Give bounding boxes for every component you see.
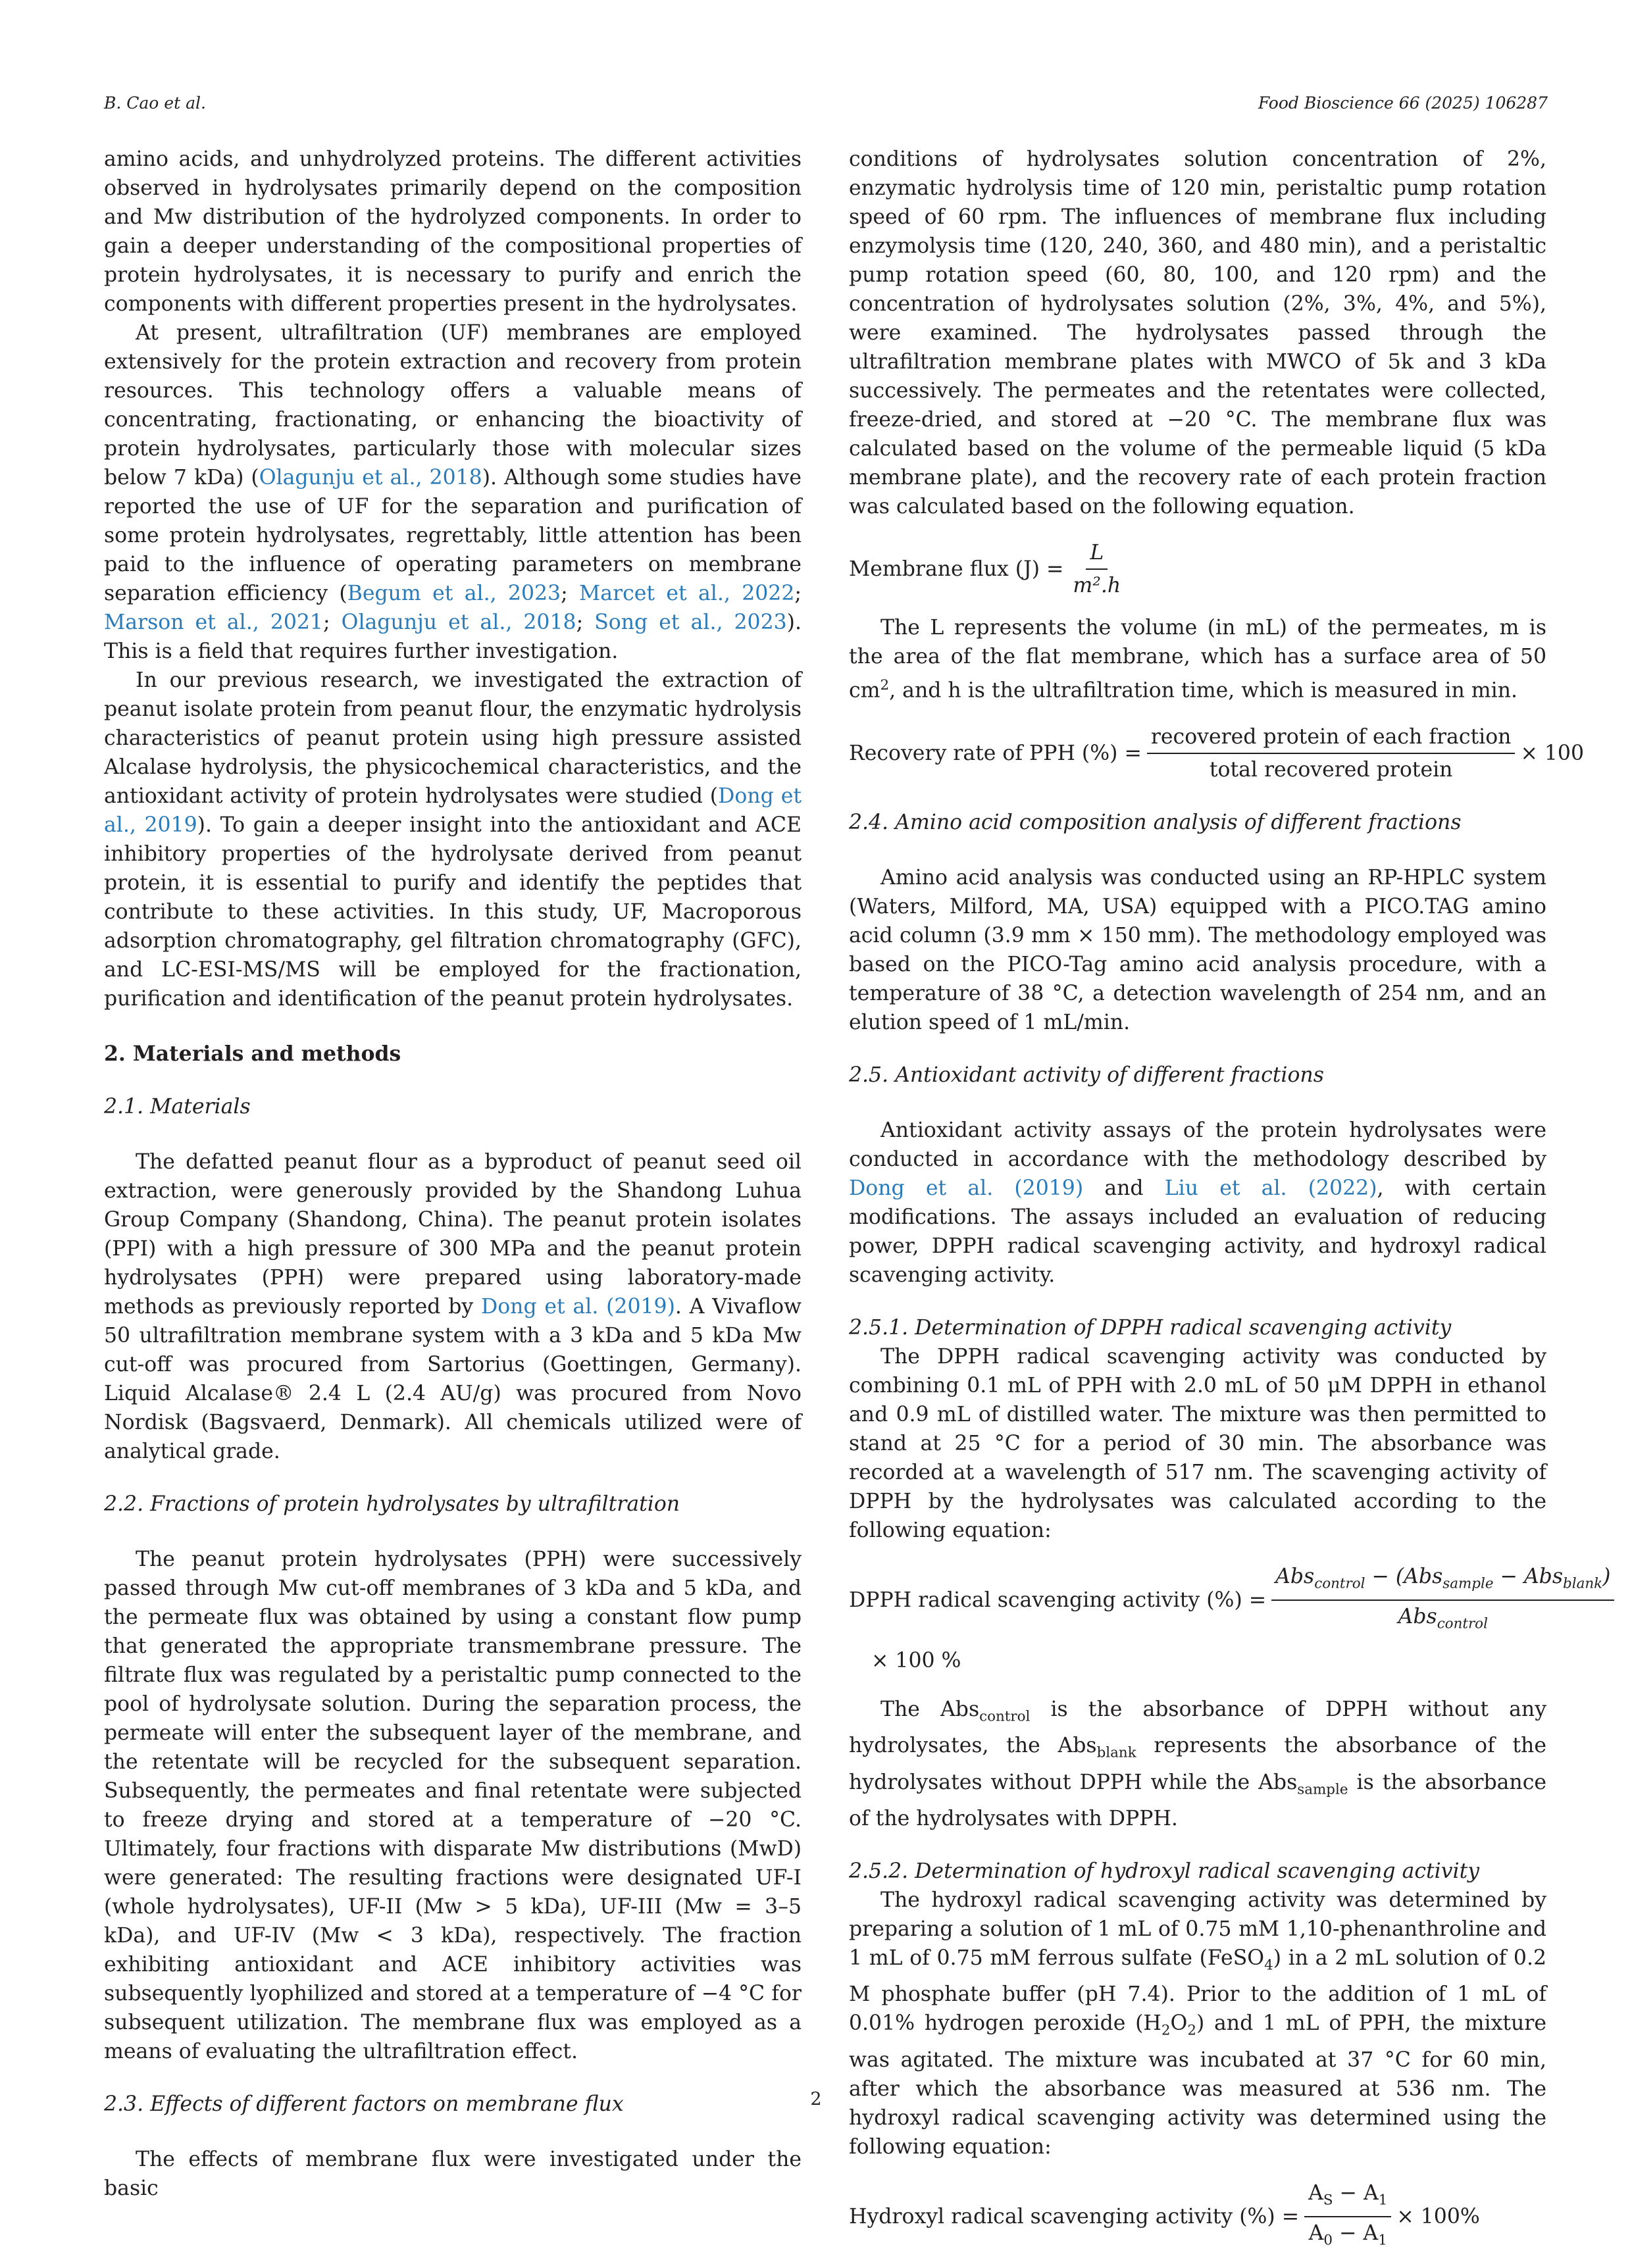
citation-link[interactable]: Dong et al., 2019 bbox=[104, 784, 802, 837]
paragraph-abs-definitions: The Abscontrol is the absorbance of DPPH… bbox=[849, 1698, 1547, 1830]
equation-dpph: DPPH radical scavenging activity (%) = A… bbox=[849, 1562, 1615, 1639]
citation-link[interactable]: Song et al., 2023 bbox=[594, 611, 787, 634]
citation-link[interactable]: Dong et al. (2019) bbox=[480, 1295, 675, 1319]
subsection-heading: 2.1. Materials bbox=[104, 1095, 251, 1119]
subsection-heading: 2.2. Fractions of protein hydrolysates b… bbox=[104, 1492, 680, 1516]
page-number: 2 bbox=[810, 2089, 822, 2109]
citation-link[interactable]: Marcet et al., 2022 bbox=[579, 582, 795, 605]
equation-hydroxyl: Hydroxyl radical scavenging activity (%)… bbox=[849, 2179, 1546, 2255]
paragraph-dpph: The DPPH radical scavenging activity was… bbox=[849, 1344, 1546, 1542]
paragraph-antioxidant: Antioxidant activity assays of the prote… bbox=[849, 1118, 1547, 1287]
subsection-heading: 2.5. Antioxidant activity of different f… bbox=[849, 1063, 1324, 1087]
equation-dpph-continuation: × 100 % bbox=[871, 1649, 961, 1673]
citation-link[interactable]: Olagunju et al., 2018 bbox=[259, 466, 482, 490]
citation-link[interactable]: Liu et al. (2022) bbox=[1164, 1176, 1377, 1200]
left-column: amino acids, and unhydrolyzed proteins. … bbox=[104, 145, 802, 2203]
citation-link[interactable]: Olagunju et al., 2018 bbox=[341, 611, 576, 634]
paragraph-flux-definitions: The L represents the volume (in mL) of t… bbox=[849, 616, 1546, 703]
paragraph-intro-end: amino acids, and unhydrolyzed proteins. … bbox=[104, 147, 802, 316]
subsubsection-heading: 2.5.2. Determination of hydroxyl radical… bbox=[849, 1859, 1480, 1883]
citation-link[interactable]: Marson et al., 2021 bbox=[104, 611, 323, 634]
paragraph-previous-research: In our previous research, we investigate… bbox=[104, 668, 802, 1011]
paragraph-hydroxyl: The hydroxyl radical scavenging activity… bbox=[849, 1888, 1547, 2159]
subsubsection-heading: 2.5.1. Determination of DPPH radical sca… bbox=[849, 1315, 1452, 1340]
right-column: conditions of hydrolysates solution conc… bbox=[849, 145, 1615, 2268]
paragraph-fractions: The peanut protein hydrolysates (PPH) we… bbox=[104, 1548, 802, 2063]
section-heading: 2. Materials and methods bbox=[104, 1042, 401, 1066]
citation-link[interactable]: Begum et al., 2023 bbox=[347, 582, 561, 605]
running-header-authors: B. Cao et al. bbox=[104, 93, 206, 113]
subsection-heading: 2.3. Effects of different factors on mem… bbox=[104, 2092, 624, 2116]
paragraph-conditions: conditions of hydrolysates solution conc… bbox=[849, 147, 1546, 518]
running-header-journal: Food Bioscience 66 (2025) 106287 bbox=[1258, 93, 1548, 113]
paragraph-materials: The defatted peanut flour as a byproduct… bbox=[104, 1150, 802, 1463]
citation-link[interactable]: Dong et al. (2019) bbox=[849, 1176, 1084, 1200]
paragraph-amino-acid: Amino acid analysis was conducted using … bbox=[849, 865, 1546, 1034]
equation-recovery-rate: Recovery rate of PPH (%) = recovered pro… bbox=[849, 722, 1584, 784]
subsection-heading: 2.4. Amino acid composition analysis of … bbox=[849, 810, 1462, 834]
paragraph-membrane-flux: The effects of membrane flux were invest… bbox=[104, 2148, 802, 2200]
paragraph-ultrafiltration: At present, ultrafiltration (UF) membran… bbox=[104, 321, 802, 663]
